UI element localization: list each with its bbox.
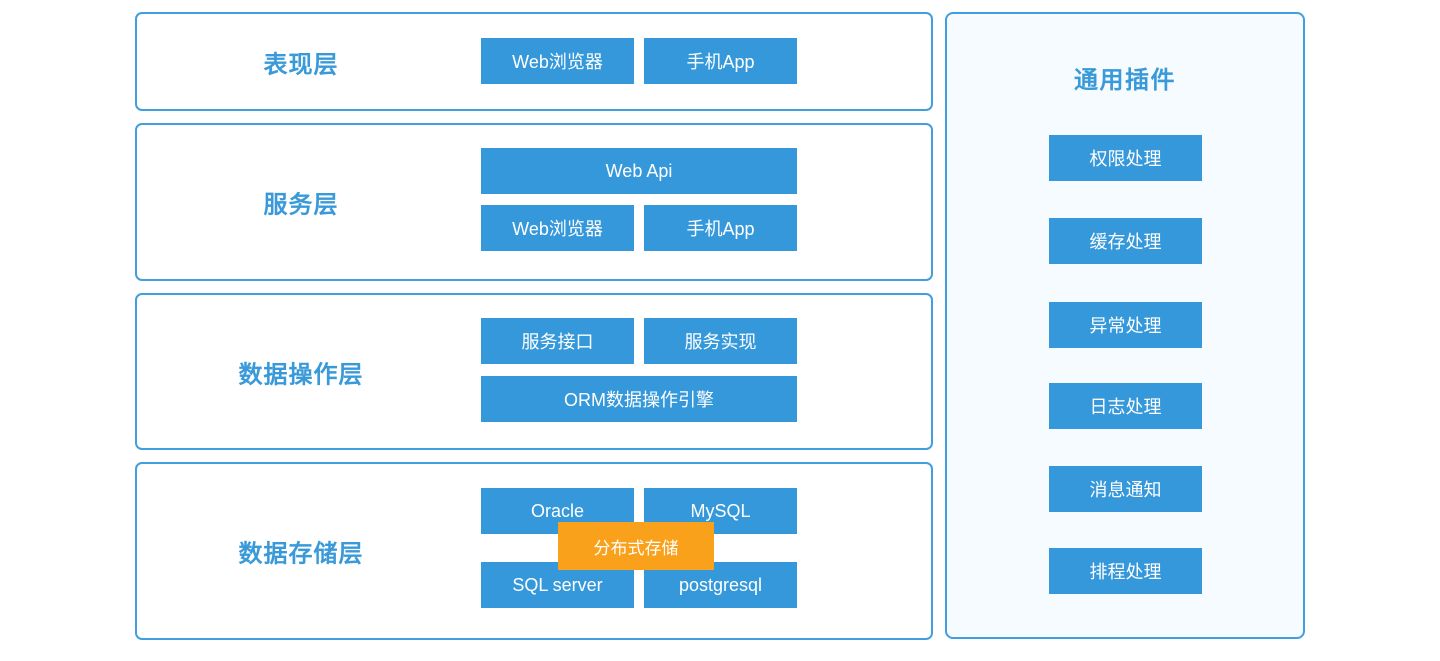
node-orm-engine: ORM数据操作引擎	[481, 376, 797, 422]
node-mobile-app: 手机App	[644, 205, 797, 251]
node-web-browser: Web浏览器	[481, 38, 634, 84]
layer-presentation-label: 表现层	[263, 51, 339, 78]
layer-presentation-row: Web浏览器 手机App	[481, 38, 797, 84]
layer-data-operation-row-2: ORM数据操作引擎	[481, 376, 797, 422]
layer-data-storage-label: 数据存储层	[238, 540, 364, 568]
plugin-message-notification: 消息通知	[1049, 466, 1202, 512]
node-mobile-app: 手机App	[644, 38, 797, 84]
node-sql-server: SQL server	[481, 562, 634, 608]
plugins-panel-title: 通用插件	[1074, 67, 1176, 94]
node-web-api: Web Api	[481, 148, 797, 194]
layer-data-operation: 数据操作层 服务接口 服务实现 ORM数据操作引擎	[135, 293, 933, 450]
layer-service: 服务层 Web Api Web浏览器 手机App	[135, 123, 933, 281]
plugin-exception-handling: 异常处理	[1049, 302, 1202, 348]
node-distributed-storage: 分布式存储	[558, 522, 714, 570]
plugin-cache-handling: 缓存处理	[1049, 218, 1202, 264]
layer-service-row-2: Web浏览器 手机App	[481, 205, 797, 251]
plugins-panel: 通用插件 权限处理 缓存处理 异常处理 日志处理 消息通知 排程处理	[945, 12, 1305, 639]
plugin-permission-handling: 权限处理	[1049, 135, 1202, 181]
plugin-log-handling: 日志处理	[1049, 383, 1202, 429]
plugin-schedule-handling: 排程处理	[1049, 548, 1202, 594]
node-service-interface: 服务接口	[481, 318, 634, 364]
layer-service-label: 服务层	[263, 191, 339, 219]
layer-data-storage: 数据存储层 Oracle MySQL 分布式存储 SQL server post…	[135, 462, 933, 640]
layer-data-storage-row-2: SQL server postgresql	[481, 562, 797, 608]
node-service-implementation: 服务实现	[644, 318, 797, 364]
node-postgresql: postgresql	[644, 562, 797, 608]
layer-service-row-1: Web Api	[481, 148, 797, 194]
layer-data-operation-label: 数据操作层	[238, 361, 364, 388]
layer-presentation: 表现层 Web浏览器 手机App	[135, 12, 933, 111]
node-oracle: Oracle	[481, 488, 634, 534]
node-web-browser: Web浏览器	[481, 205, 634, 251]
layer-data-operation-row-1: 服务接口 服务实现	[481, 318, 797, 364]
